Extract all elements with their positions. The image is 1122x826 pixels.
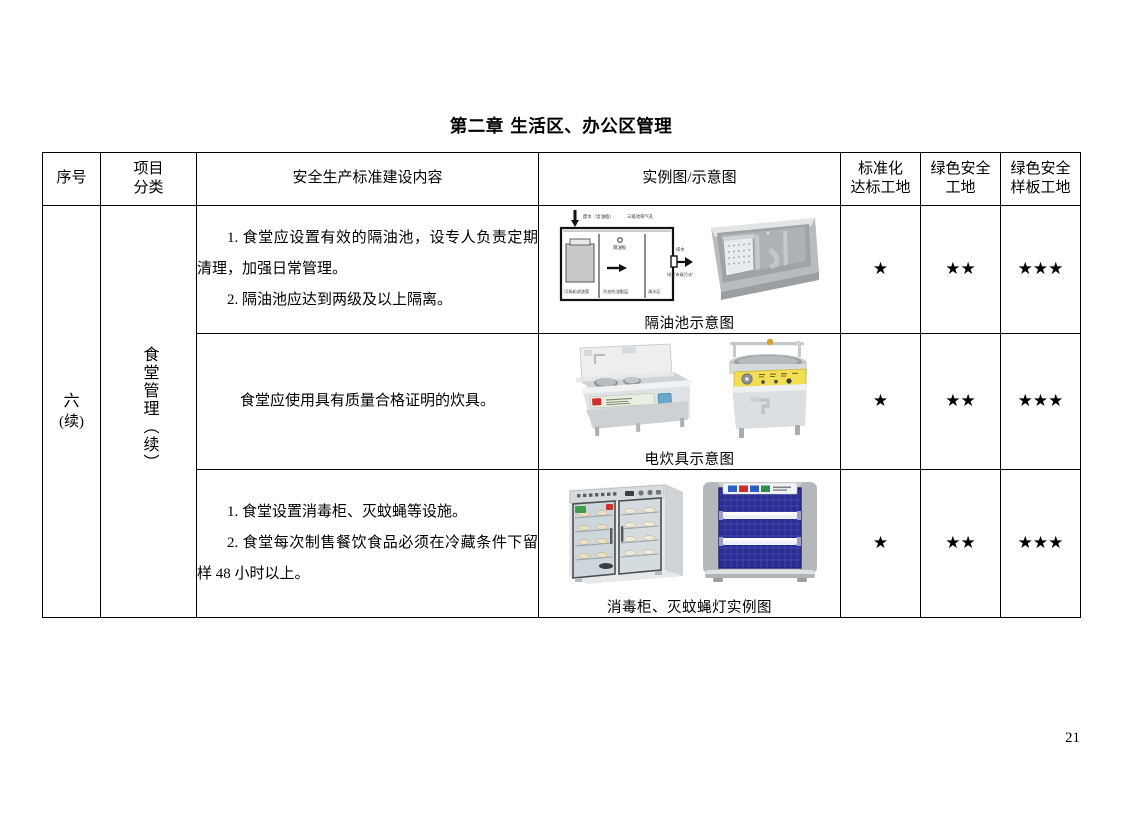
row-2-rating-standard: ★ — [840, 333, 921, 470]
header-category: 项目 分类 — [100, 152, 197, 206]
table-row: 六 (续) 食堂管理（续） 1. 食堂应设置有效的隔油池，设专人负责定期清理，加… — [42, 205, 1081, 618]
svg-text:清水区: 清水区 — [648, 288, 661, 295]
row-2-rating-green-model: ★★★ — [1000, 333, 1081, 470]
row-group-seq-line2: (续) — [59, 414, 84, 431]
row-1-rating-standard: ★ — [840, 205, 921, 334]
row-1-content-cell: 1. 食堂应设置有效的隔油池，设专人负责定期清理，加强日常管理。 2. 隔油池应… — [196, 205, 539, 334]
header-category-line1: 项目 — [133, 160, 164, 177]
row-3-content-cell: 1. 食堂设置消毒柜、灭蚊蝇等设施。 2. 食堂每次制售餐饮食品必须在冷藏条件下… — [196, 469, 539, 618]
header-seq: 序号 — [42, 152, 101, 206]
grease-trap-schematic-icon: 废水（含油脂） 三级池排气孔 — [552, 206, 693, 306]
header-rating2-line2: 工地 — [945, 180, 976, 196]
row-1-figure-caption: 隔油池示意图 — [644, 316, 735, 332]
induction-wok-range-photo — [561, 334, 700, 442]
row-2-figure-cell: 电炊具示意图 — [538, 333, 841, 470]
standards-table: 序号 项目 分类 安全生产标准建设内容 实例图/示意图 标准化 达标工地 — [42, 152, 1081, 618]
row-1-figure-group: 废水（含油脂） 三级池排气孔 — [539, 206, 840, 306]
row-2-rating-green: ★★ — [920, 333, 1001, 470]
row-3-rating-standard: ★ — [840, 469, 921, 618]
grease-trap-photo — [698, 206, 827, 306]
disinfection-cabinet-photo — [556, 470, 691, 590]
header-rating3-line2: 样板工地 — [1010, 180, 1071, 196]
row-3-content-line-2: 2. 食堂每次制售餐饮食品必须在冷藏条件下留样 48 小时以上。 — [197, 535, 538, 582]
row-1-rating-green-model: ★★★ — [1000, 205, 1081, 334]
row-2-content-line-1: 食堂应使用具有质量合格证明的炊具。 — [239, 393, 495, 410]
row-group-seq: 六 (续) — [43, 391, 100, 433]
row-2-content-cell: 食堂应使用具有质量合格证明的炊具。 — [196, 333, 539, 470]
header-figure-label: 实例图/示意图 — [642, 170, 737, 187]
row-group-seq-line1: 六 — [63, 392, 80, 410]
header-rating-green-model-site: 绿色安全 样板工地 — [1000, 152, 1081, 206]
svg-text:可拆卸滤渣筐: 可拆卸滤渣筐 — [564, 288, 589, 295]
electric-fryer-photo — [705, 334, 818, 442]
row-3-rating-green-model: ★★★ — [1000, 469, 1081, 618]
row-group-category-label: 食堂管理（续） — [140, 346, 158, 472]
row-group-seq-cell: 六 (续) — [42, 205, 101, 618]
row-3-figure-cell: 消毒柜、灭蚊蝇灯实例图 — [538, 469, 841, 618]
svg-text:废水（含油脂）: 废水（含油脂） — [583, 213, 614, 220]
row-2-figure-caption: 电炊具示意图 — [644, 452, 735, 468]
header-rating-green-site: 绿色安全 工地 — [920, 152, 1001, 206]
row-1-rating-green: ★★ — [920, 205, 1001, 334]
header-rating3-line1: 绿色安全 — [1010, 160, 1071, 177]
header-figure: 实例图/示意图 — [538, 152, 841, 206]
header-seq-label: 序号 — [56, 170, 87, 187]
table-row: 1. 食堂设置消毒柜、灭蚊蝇等设施。 2. 食堂每次制售餐饮食品必须在冷藏条件下… — [43, 469, 1081, 618]
row-3-figure-group — [539, 470, 840, 590]
page-title: 第二章 生活区、办公区管理 — [449, 117, 673, 137]
insect-killer-lamp-photo — [696, 470, 823, 590]
row-3-figure-caption: 消毒柜、灭蚊蝇灯实例图 — [607, 600, 772, 616]
table-header-row: 序号 项目 分类 安全生产标准建设内容 实例图/示意图 标准化 达标工地 — [42, 152, 1081, 206]
row-1-figure-cell: 废水（含油脂） 三级池排气孔 — [538, 205, 841, 334]
header-content-label: 安全生产标准建设内容 — [292, 170, 443, 187]
header-category-line2: 分类 — [133, 180, 164, 196]
header-rating1-line2: 达标工地 — [850, 180, 911, 196]
header-rating-standard-site: 标准化 达标工地 — [840, 152, 921, 206]
header-content: 安全生产标准建设内容 — [196, 152, 539, 206]
header-rating2-line1: 绿色安全 — [930, 160, 991, 177]
standards-table-wrapper: 序号 项目 分类 安全生产标准建设内容 实例图/示意图 标准化 达标工地 — [42, 152, 1081, 618]
svg-text:排水: 排水 — [676, 246, 685, 253]
svg-text:三级池排气孔: 三级池排气孔 — [627, 213, 654, 220]
svg-text:隔油板: 隔油板 — [613, 244, 627, 251]
row-1-content-line-1: 1. 食堂应设置有效的隔油池，设专人负责定期清理，加强日常管理。 — [197, 230, 538, 278]
header-rating1-line1: 标准化 — [857, 160, 903, 177]
row-2-figure-group — [539, 334, 840, 442]
svg-text:排至市政污水管: 排至市政污水管 — [667, 271, 693, 278]
page-number: 21 — [1065, 730, 1080, 746]
svg-text:开启的油脂层: 开启的油脂层 — [603, 288, 628, 295]
row-3-content-line-1: 1. 食堂设置消毒柜、灭蚊蝇等设施。 — [227, 504, 468, 521]
row-3-rating-green: ★★ — [920, 469, 1001, 618]
table-row: 食堂应使用具有质量合格证明的炊具。 — [43, 333, 1081, 470]
row-group-category-cell: 食堂管理（续） — [100, 205, 197, 618]
row-1-content-line-2: 2. 隔油池应达到两级及以上隔离。 — [227, 291, 453, 308]
